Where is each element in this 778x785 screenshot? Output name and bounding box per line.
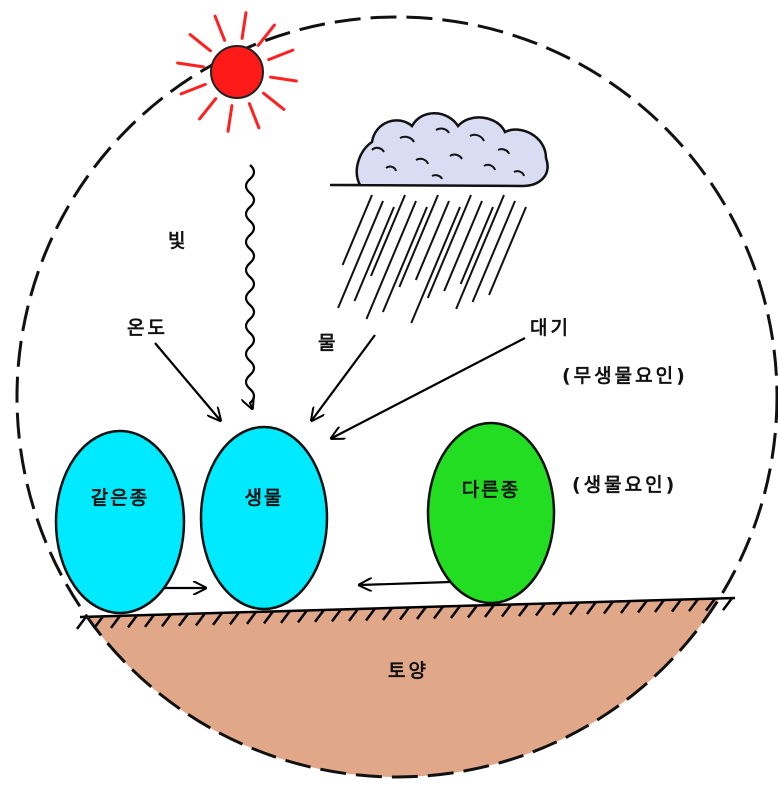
biotic-factors-label: (생물요인) — [572, 474, 677, 496]
other-species-ellipse — [428, 423, 554, 603]
sun-ray — [228, 106, 232, 132]
rain-streak — [343, 195, 372, 265]
rain-cloud-icon — [330, 113, 548, 323]
rain-streak — [473, 201, 515, 302]
organism-ellipse — [201, 427, 327, 609]
sun-ray — [181, 84, 205, 93]
same-species-label: 같은종 — [91, 487, 149, 509]
water-label: 물 — [318, 332, 338, 354]
sun-ray — [269, 50, 293, 59]
sun-ray — [242, 13, 246, 39]
sun-icon — [178, 13, 297, 132]
sun-ray — [264, 93, 284, 109]
other-species-arrow — [360, 582, 450, 585]
soil-label: 토양 — [388, 660, 429, 682]
sun-ray — [249, 104, 258, 128]
rain-streak — [461, 207, 493, 284]
light-arrow — [246, 165, 254, 408]
sun-ray — [215, 16, 224, 40]
soil-region — [0, 598, 778, 785]
rain-streak — [428, 195, 471, 298]
sun-ray — [258, 25, 274, 45]
temperature-arrow — [155, 343, 220, 420]
same-species-ellipse — [56, 431, 184, 613]
light-label: 빛 — [168, 230, 188, 252]
sun-ray — [200, 99, 216, 119]
atmosphere-label: 대기 — [530, 317, 571, 339]
sun-ray — [271, 77, 297, 81]
other-species-label: 다른종 — [462, 479, 520, 501]
abiotic-factors-label: (무생물요인) — [562, 365, 688, 387]
rain-streak — [338, 201, 383, 308]
sun-ray — [178, 63, 204, 67]
rain-streak — [366, 201, 416, 319]
rain-streak — [383, 207, 427, 312]
rain-streak — [416, 201, 449, 280]
ground-hatch — [77, 617, 86, 629]
organism-label: 생물 — [245, 487, 284, 509]
rain-streak — [371, 195, 405, 276]
sun-ray — [190, 35, 210, 51]
ground-hatch — [723, 598, 732, 610]
rain-streak — [411, 207, 460, 323]
temperature-label: 온도 — [127, 317, 168, 339]
